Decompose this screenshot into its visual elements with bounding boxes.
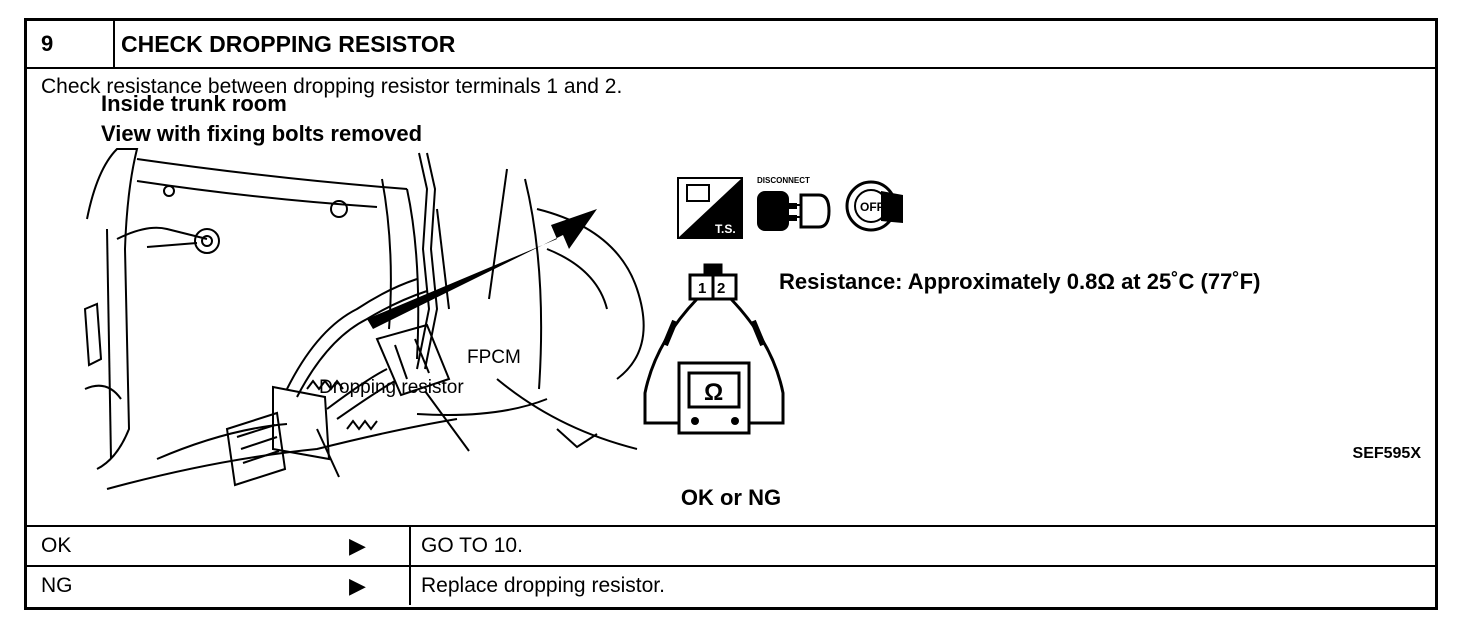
action-ok: GO TO 10.	[409, 527, 523, 565]
view-label: View with fixing bolts removed	[101, 121, 423, 146]
result-row-ok: OK ▶ GO TO 10.	[27, 525, 1435, 565]
result-ok: OK	[41, 534, 72, 557]
step-title: CHECK DROPPING RESISTOR	[121, 31, 456, 57]
result-row-ng: NG ▶ Replace dropping resistor.	[27, 565, 1435, 605]
terminal-1-label: 1	[698, 280, 706, 297]
step-number: 9	[27, 21, 115, 67]
ts-icon: T.S.	[677, 177, 743, 239]
terminal-2-label: 2	[717, 280, 725, 297]
trunk-room-illustration	[83, 148, 645, 490]
result-ng: NG	[41, 574, 73, 597]
ts-badge-text: T.S.	[715, 222, 736, 236]
procedure-figure: Inside trunk room View with fixing bolts…	[27, 69, 1435, 519]
verdict-label: OK or NG	[680, 485, 782, 510]
step-header: 9 CHECK DROPPING RESISTOR	[27, 21, 1435, 69]
ignition-off-icon: OFF	[845, 180, 903, 232]
disconnect-text: DISCONNECT	[757, 176, 810, 185]
ohmmeter-diagram: 1 2 Ω	[643, 263, 785, 435]
ohm-symbol: Ω	[704, 379, 723, 406]
diagnostic-step-table: 9 CHECK DROPPING RESISTOR Check resistan…	[24, 18, 1438, 610]
dropping-resistor-label: Dropping resistor	[319, 377, 464, 398]
step-instruction: Check resistance between dropping resist…	[41, 75, 623, 98]
action-ng: Replace dropping resistor.	[409, 567, 665, 605]
resistance-spec: Resistance: Approximately 0.8Ω at 25˚C (…	[779, 269, 1261, 294]
disconnect-icon: DISCONNECT	[757, 176, 831, 231]
location-label: Inside trunk room	[101, 91, 287, 116]
fpcm-label: FPCM	[467, 347, 521, 368]
result-arrow-icon: ▶	[349, 533, 366, 558]
figure-code: SEF595X	[1352, 445, 1421, 462]
result-arrow-icon: ▶	[349, 573, 366, 598]
ignition-off-text: OFF	[860, 200, 884, 214]
